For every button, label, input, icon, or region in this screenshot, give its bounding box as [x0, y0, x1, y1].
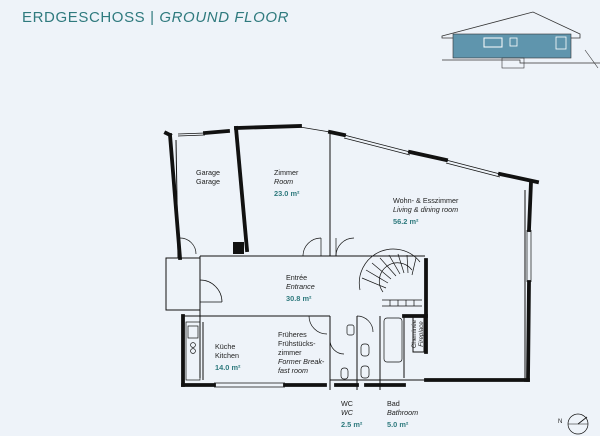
door-swings: [179, 237, 374, 355]
entree-de: Entrée: [286, 273, 308, 282]
page-title: ERDGESCHOSS | GROUND FLOOR: [22, 9, 289, 26]
zimmer-de: Zimmer: [274, 168, 299, 177]
bad-de: Bad: [387, 399, 400, 408]
room-label-zimmer: Zimmer Room 23.0 m²: [274, 168, 299, 198]
zimmer-en: Room: [274, 177, 294, 186]
room-label-living: Wohn- & Esszimmer Living & dining room 5…: [393, 196, 458, 226]
spiral-staircase: [358, 248, 422, 307]
title-separator: |: [150, 9, 155, 26]
room-label-breakfast: Früheres Frühstücks- zimmer Former Break…: [278, 330, 324, 375]
breakfast-de1: Früheres: [278, 330, 307, 339]
room-label-entree: Entrée Entrance 30.8 m²: [286, 273, 315, 303]
kueche-area: 14.0 m²: [215, 363, 241, 372]
fireplace-de: Cheminée: [411, 319, 418, 349]
entree-en: Entrance: [286, 282, 315, 291]
room-label-garage: Garage Garage: [196, 168, 220, 186]
fireplace-box: [412, 315, 425, 353]
chimney-column: [233, 242, 244, 254]
living-en: Living & dining room: [393, 205, 459, 214]
house-elevation-thumbnail: [441, 11, 600, 69]
breakfast-en2: fast room: [278, 366, 308, 375]
compass-icon: [567, 413, 589, 435]
wc-de: WC: [341, 399, 353, 408]
kueche-en: Kitchen: [215, 351, 239, 360]
zimmer-area: 23.0 m²: [274, 189, 300, 198]
living-de: Wohn- & Esszimmer: [393, 196, 459, 205]
room-label-wc: WC WC 2.5 m²: [341, 399, 362, 429]
garage-en: Garage: [196, 177, 220, 186]
entree-area: 30.8 m²: [286, 294, 312, 303]
breakfast-de2: Frühstücks-: [278, 339, 316, 348]
fireplace-label: Cheminée Fireplace: [411, 320, 425, 348]
room-label-bad: Bad Bathroom 5.0 m²: [387, 399, 418, 429]
title-de: ERDGESCHOSS: [22, 9, 146, 26]
breakfast-en1: Former Break-: [278, 357, 325, 366]
wc-en: WC: [341, 408, 353, 417]
living-area: 56.2 m²: [393, 217, 419, 226]
bad-area: 5.0 m²: [387, 420, 409, 429]
room-label-kueche: Küche Kitchen 14.0 m²: [215, 342, 240, 372]
kitchen-counter: [185, 321, 201, 381]
thick-walls: [163, 124, 540, 387]
bad-en: Bathroom: [387, 408, 419, 417]
windows: [177, 126, 532, 388]
wc-area: 2.5 m²: [341, 420, 363, 429]
kueche-de: Küche: [215, 342, 236, 351]
garage-de: Garage: [196, 168, 220, 177]
bathroom-fixtures: [340, 317, 403, 380]
title-en: GROUND FLOOR: [159, 9, 290, 26]
compass-north-label: N: [558, 419, 563, 425]
fireplace-en: Fireplace: [418, 321, 425, 347]
breakfast-de3: zimmer: [278, 348, 302, 357]
